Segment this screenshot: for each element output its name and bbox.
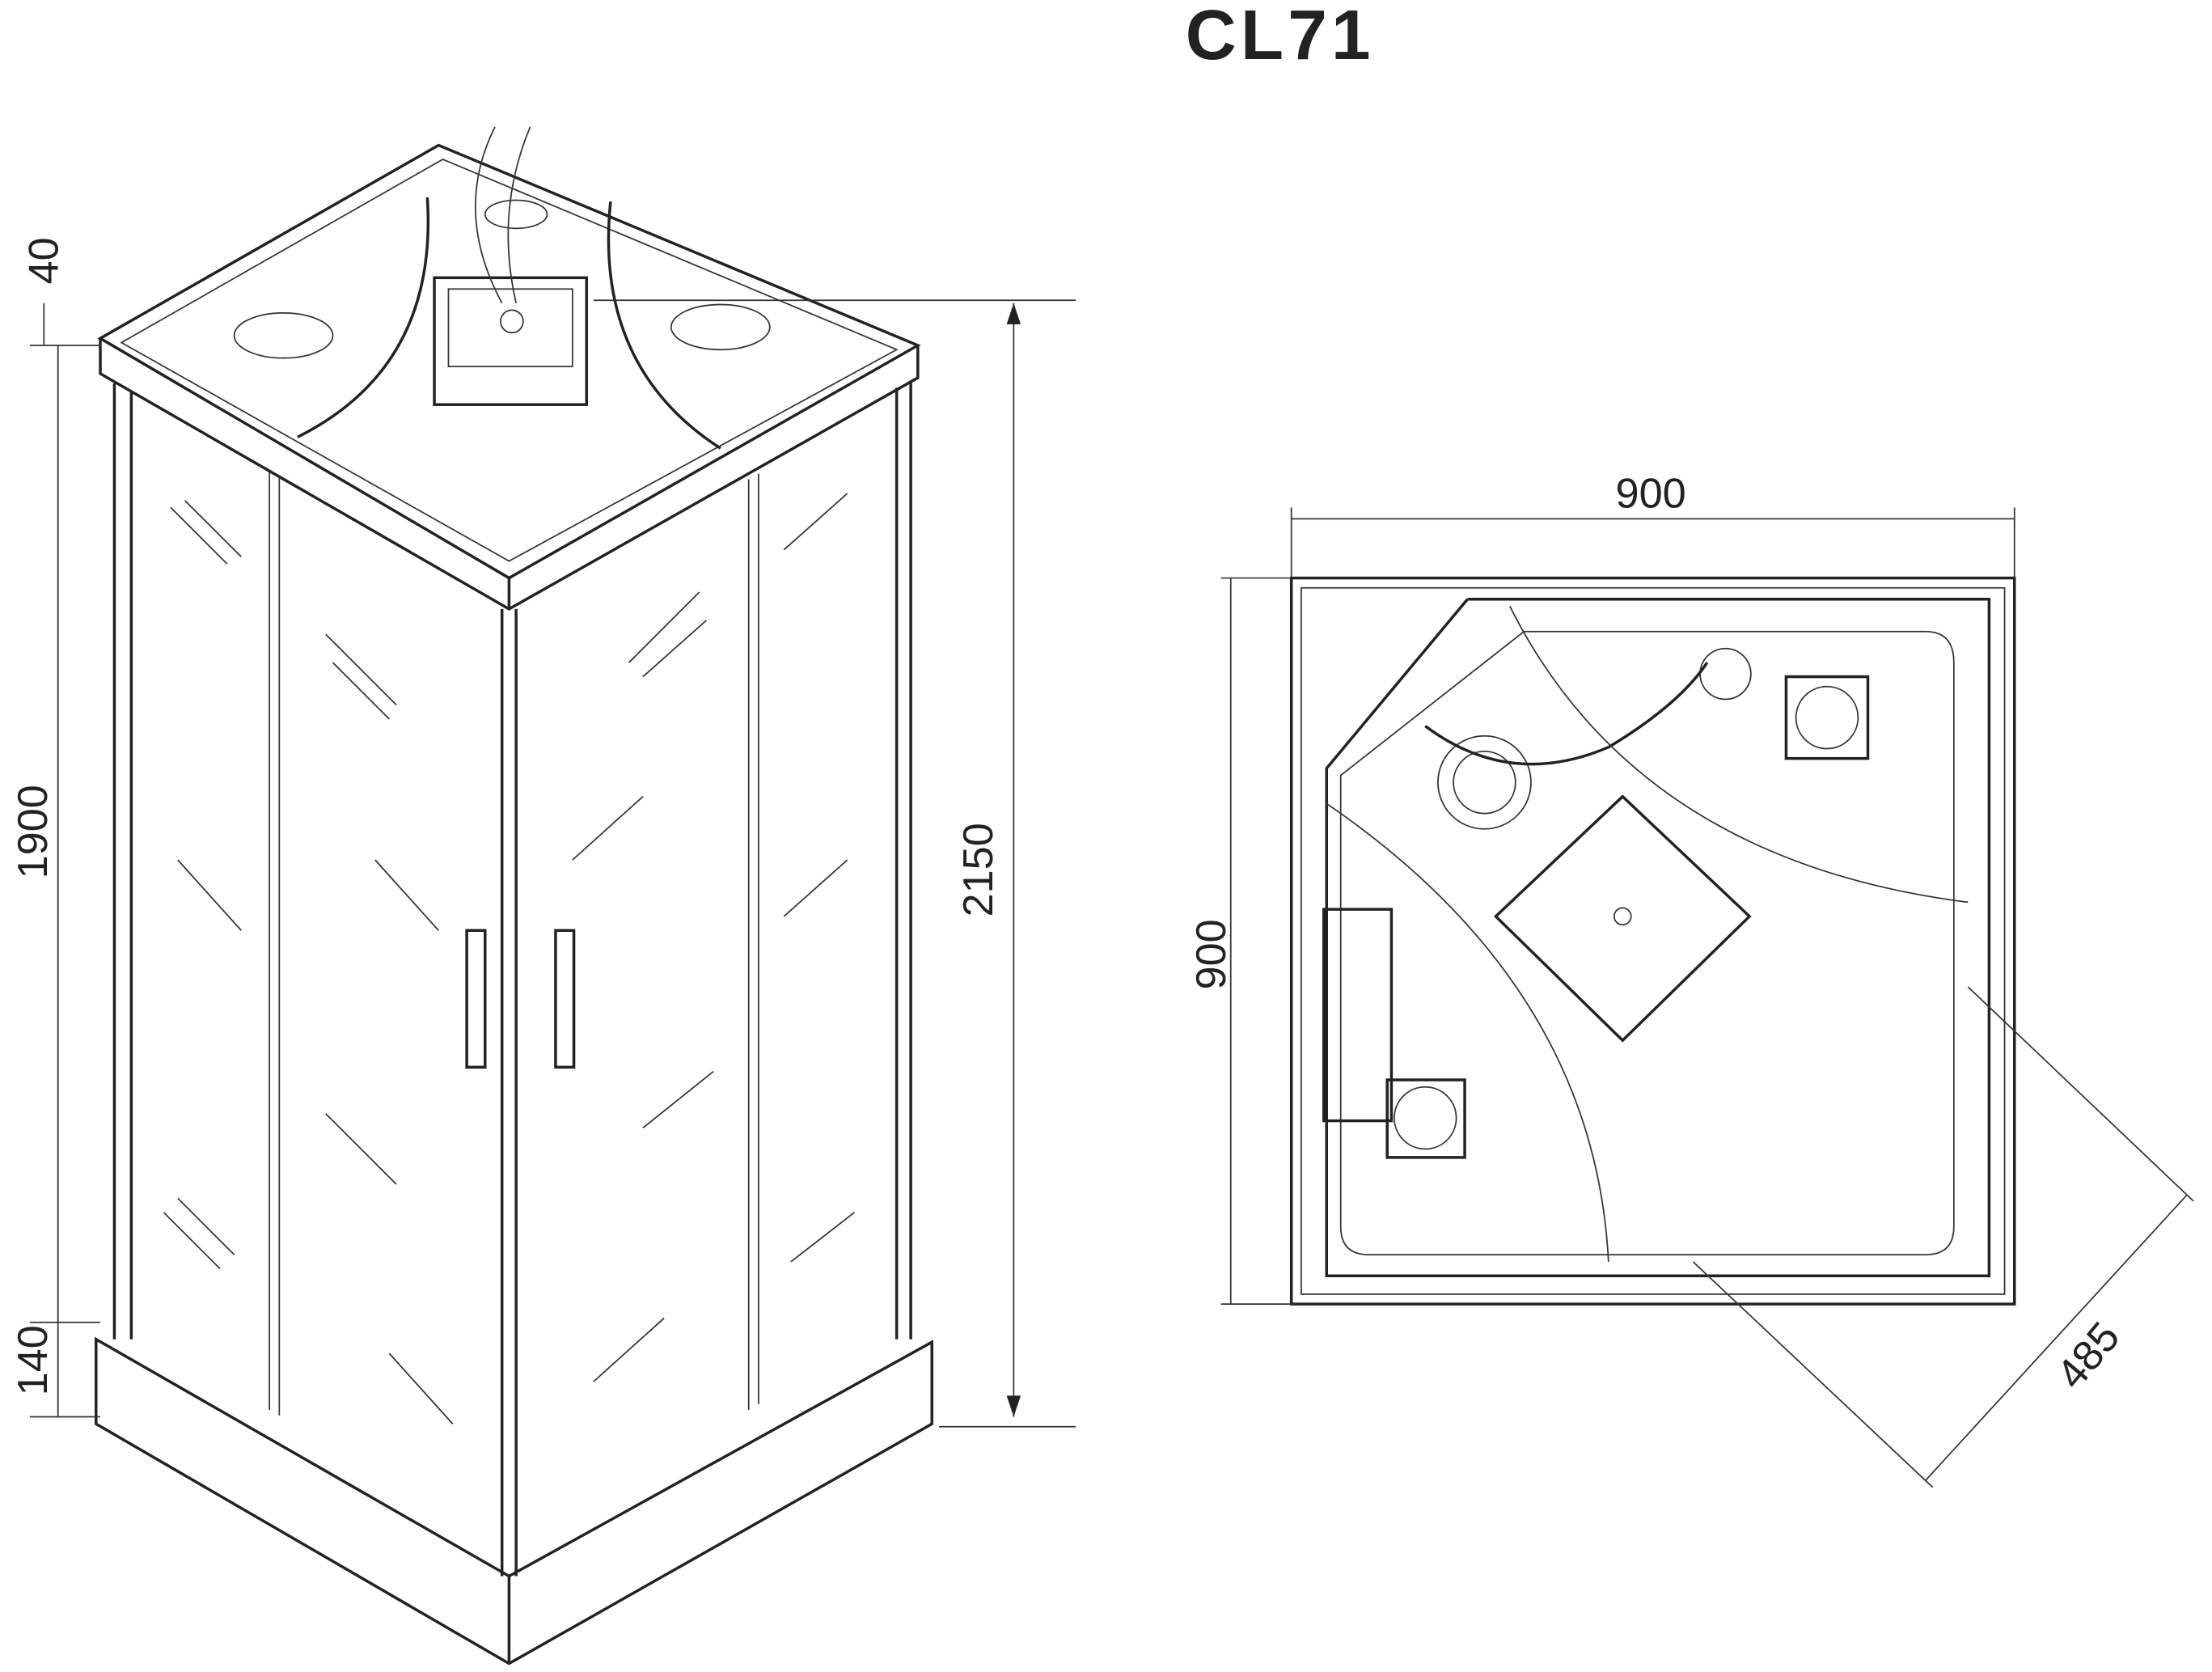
dimension-lines-left (29, 303, 100, 1418)
dimension-door-diagonal: 485 (2048, 1314, 2129, 1398)
dimension-depth: 900 (1188, 919, 1235, 989)
door-handle-right (554, 929, 576, 1069)
plan-view: 900 900 485 (1188, 470, 2194, 1488)
dimension-tray: 140 (10, 1325, 57, 1395)
dimension-line-diagonal (1692, 986, 2194, 1488)
dimension-line-width (1290, 507, 2015, 578)
roof (97, 126, 921, 611)
dimension-line-depth (1220, 577, 1292, 1305)
fan-icon (1784, 675, 1870, 760)
dimension-width: 900 (1616, 470, 1686, 517)
elevation-view: 40 1900 140 2150 (10, 126, 1076, 1666)
tray-drain-plate (1493, 794, 1752, 1043)
control-panel (433, 276, 589, 406)
dimension-line-total (593, 299, 1076, 1428)
drain-icon (1613, 907, 1632, 926)
seat (1322, 908, 1394, 1123)
fan-icon-lower (1385, 1078, 1466, 1159)
dimension-walls: 1900 (10, 785, 57, 878)
speaker-left-icon (233, 312, 334, 359)
model-title: CL71 (1186, 0, 1375, 74)
rain-shower-icon (500, 309, 524, 334)
fan-icon (484, 199, 548, 230)
dimension-total-height: 2150 (955, 823, 1002, 916)
walls (112, 380, 912, 1577)
door-handle-left (465, 929, 487, 1069)
foot-massage-icon (1437, 734, 1532, 830)
shower-tray (95, 1336, 934, 1666)
shower-head-icon (1699, 647, 1752, 701)
speaker-right-icon (670, 303, 771, 351)
dimension-roof: 40 (21, 237, 68, 284)
